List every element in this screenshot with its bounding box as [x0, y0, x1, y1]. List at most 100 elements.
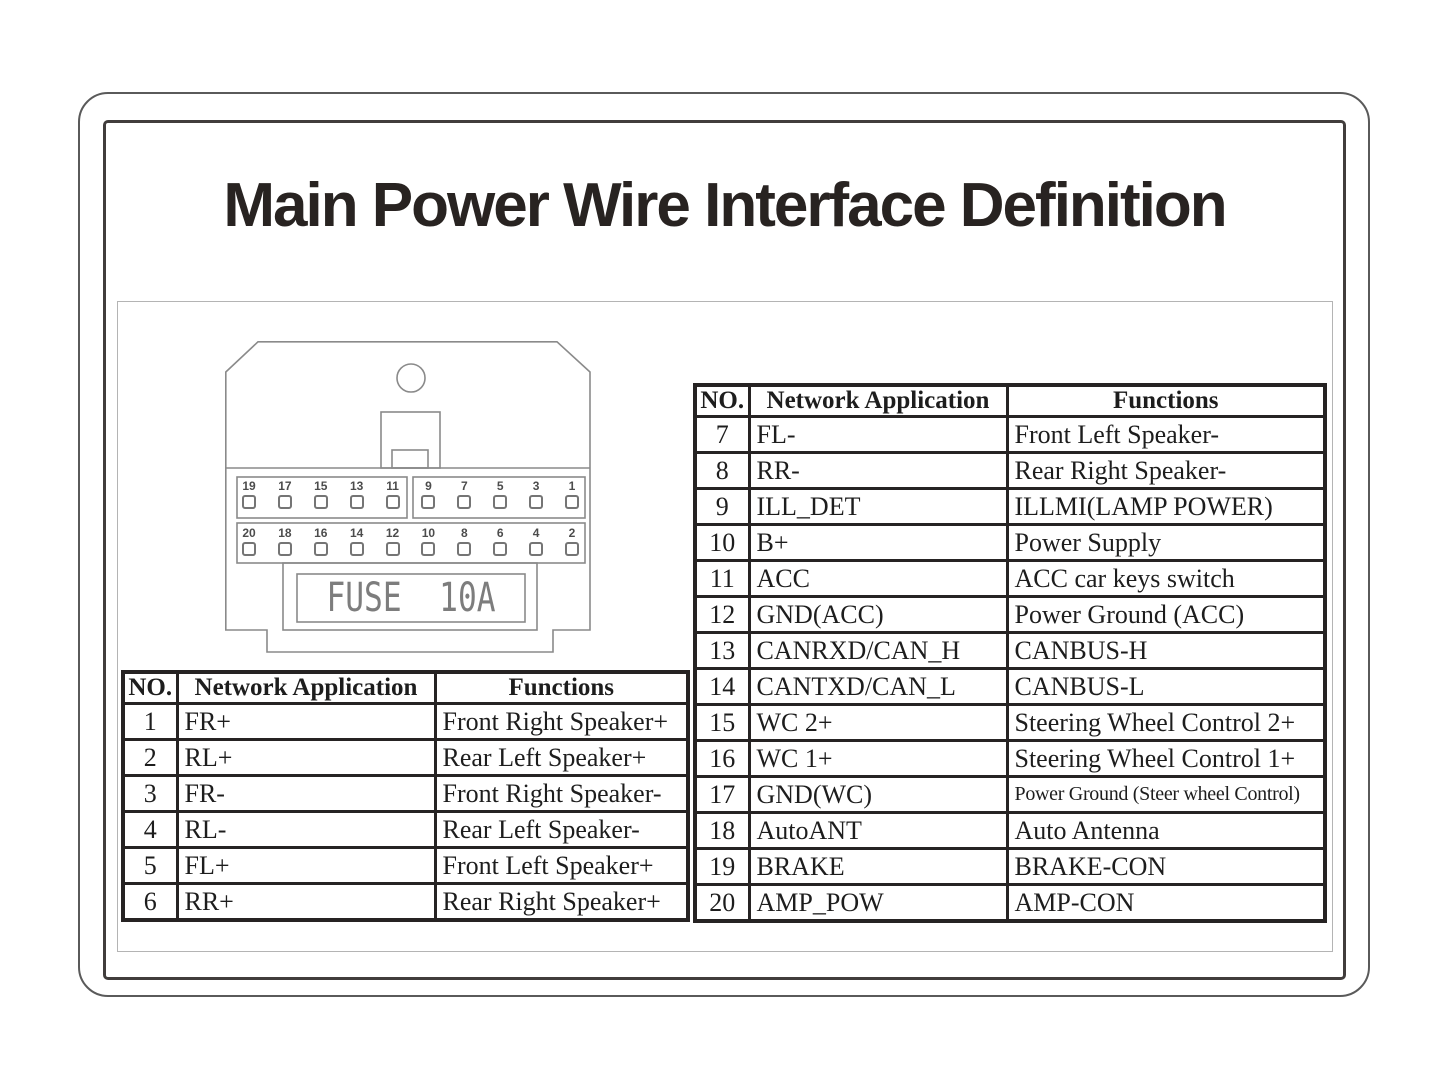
- network-application-cell: WC 1+: [747, 739, 1009, 778]
- network-application-cell: WC 2+: [747, 703, 1009, 742]
- pin-number: 19: [242, 479, 256, 493]
- page-title: Main Power Wire Interface Definition: [223, 171, 1227, 240]
- function-cell: Power Supply: [1005, 523, 1327, 562]
- pin-number: 1: [568, 479, 576, 493]
- pin-1: 1: [554, 480, 590, 509]
- network-application-cell: FL+: [175, 846, 437, 885]
- pin-number: 7: [460, 479, 468, 493]
- pin-3: 3: [518, 480, 554, 509]
- network-application-cell: GND(WC): [747, 775, 1009, 814]
- fuse-label: FUSE 10A: [326, 575, 496, 621]
- pin-square: [277, 495, 292, 509]
- pin-20: 20: [231, 527, 267, 556]
- function-cell: CANBUS-H: [1005, 631, 1327, 670]
- pin-square: [457, 542, 472, 556]
- function-cell: ACC car keys switch: [1005, 559, 1327, 598]
- no-cell: 6: [121, 882, 179, 922]
- pin-9: 9: [410, 480, 446, 509]
- fuse-box-inner: [296, 573, 526, 623]
- pin-square: [493, 495, 508, 509]
- content-box: [117, 301, 1333, 952]
- pin-6: 6: [482, 527, 518, 556]
- function-cell: Power Ground (Steer wheel Control): [1005, 775, 1327, 814]
- pin-number: 3: [532, 479, 540, 493]
- pin-14: 14: [339, 527, 375, 556]
- pin-square: [457, 495, 472, 509]
- connector-outline: [225, 341, 591, 653]
- key-tab: [380, 411, 441, 469]
- no-cell: 18: [693, 811, 751, 850]
- network-application-cell: ILL_DET: [747, 487, 1009, 526]
- function-cell: AMP-CON: [1005, 883, 1327, 923]
- pin-number: 4: [532, 526, 540, 540]
- network-application-cell: RL+: [175, 738, 437, 777]
- network-application-cell: RR-: [747, 451, 1009, 490]
- pin-square: [313, 542, 328, 556]
- no-cell: 9: [693, 487, 751, 526]
- pin-10: 10: [410, 527, 446, 556]
- function-cell: BRAKE-CON: [1005, 847, 1327, 886]
- pin-number: 12: [385, 526, 400, 540]
- pin-number: 14: [349, 526, 364, 540]
- pin-13: 13: [339, 480, 375, 509]
- network-application-cell: GND(ACC): [747, 595, 1009, 634]
- network-application-cell: RL-: [175, 810, 437, 849]
- function-cell: Rear Right Speaker-: [1005, 451, 1327, 490]
- connector-body: [225, 341, 591, 653]
- column-header: NO.: [693, 383, 751, 418]
- key-tab-notch: [391, 449, 429, 469]
- pin-number: 16: [314, 526, 328, 540]
- function-cell: Rear Left Speaker+: [433, 738, 690, 777]
- function-cell: Auto Antenna: [1005, 811, 1327, 850]
- function-cell: Front Left Speaker+: [433, 846, 690, 885]
- function-cell: CANBUS-L: [1005, 667, 1327, 706]
- network-application-cell: AMP_POW: [747, 883, 1009, 923]
- network-application-cell: FL-: [747, 415, 1009, 454]
- pin-square: [277, 542, 292, 556]
- pin-18: 18: [267, 527, 303, 556]
- no-cell: 16: [693, 739, 751, 778]
- no-cell: 20: [693, 883, 751, 923]
- function-cell: Rear Right Speaker+: [433, 882, 690, 922]
- no-cell: 15: [693, 703, 751, 742]
- no-cell: 19: [693, 847, 751, 886]
- function-cell: Front Right Speaker-: [433, 774, 690, 813]
- no-cell: 3: [121, 774, 179, 813]
- pin-12: 12: [375, 527, 411, 556]
- network-application-cell: B+: [747, 523, 1009, 562]
- no-cell: 13: [693, 631, 751, 670]
- no-cell: 10: [693, 523, 751, 562]
- pin-number: 2: [568, 526, 576, 540]
- pin-square: [385, 495, 400, 509]
- network-application-cell: ACC: [747, 559, 1009, 598]
- pin-square: [421, 495, 436, 509]
- pin-square: [529, 495, 544, 509]
- pin-15: 15: [303, 480, 339, 509]
- function-cell: ILLMI(LAMP POWER): [1005, 487, 1327, 526]
- pin-square: [313, 495, 328, 509]
- pin-number: 18: [278, 526, 292, 540]
- fuse-box-outer: [282, 562, 538, 631]
- pin-8: 8: [446, 527, 482, 556]
- function-cell: Steering Wheel Control 2+: [1005, 703, 1327, 742]
- pin-number: 15: [314, 479, 328, 493]
